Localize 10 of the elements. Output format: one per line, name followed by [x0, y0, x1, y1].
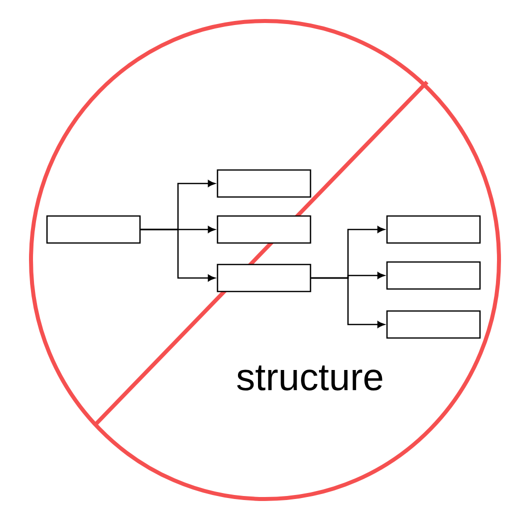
empty-box — [386, 310, 481, 339]
empty-box — [46, 215, 141, 244]
arrow — [311, 277, 385, 328]
arrow — [140, 228, 216, 282]
empty-box — [216, 169, 312, 198]
empty-box — [216, 215, 312, 244]
empty-box — [386, 215, 481, 244]
empty-box — [216, 264, 312, 292]
empty-box — [386, 261, 481, 290]
caption-text: structure — [237, 366, 382, 390]
